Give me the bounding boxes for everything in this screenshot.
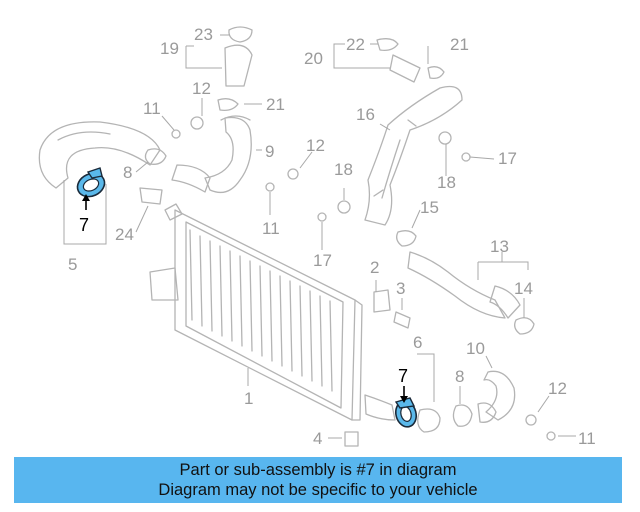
intercooler [149, 203, 396, 421]
callout-22: 22 [346, 35, 365, 54]
callout-11-mid: 11 [262, 219, 280, 238]
callout-11-bottom: 11 [578, 429, 596, 448]
callout-3: 3 [396, 279, 405, 298]
hose-10-and-clamps [396, 230, 535, 433]
callout-6: 6 [413, 333, 422, 352]
callout-12-top: 12 [192, 79, 211, 98]
info-banner: Part or sub-assembly is #7 in diagram Di… [14, 457, 622, 503]
callout-13: 13 [490, 237, 509, 256]
parts-diagram: 23 19 22 20 21 12 21 11 16 9 12 17 8 18 … [38, 25, 596, 448]
callout-14: 14 [514, 279, 533, 298]
callout-labels: 23 19 22 20 21 12 21 11 16 9 12 17 8 18 … [68, 25, 596, 448]
callout-4: 4 [313, 429, 322, 448]
intercooler-inlet-hose [38, 121, 161, 189]
turbo-inlet-pipe [171, 115, 252, 194]
part-7-arrows [82, 194, 408, 403]
callout-21-mid: 21 [266, 95, 285, 114]
callout-23: 23 [194, 25, 213, 44]
tube-20 [376, 38, 421, 83]
part-7-clamp-right[interactable] [393, 397, 419, 429]
upper-tube-19 [224, 26, 253, 87]
callout-18-right: 18 [437, 173, 456, 192]
banner-line-part-number: Part or sub-assembly is #7 in diagram [179, 461, 457, 479]
part-7-clamp-left[interactable] [74, 167, 109, 201]
callout-7-right: 7 [398, 366, 408, 386]
callout-21-upper: 21 [450, 35, 469, 54]
leader-lines [63, 34, 576, 439]
callout-19: 19 [160, 39, 179, 58]
callout-10: 10 [466, 339, 485, 358]
callout-2: 2 [370, 258, 379, 277]
callout-17-right: 17 [498, 149, 517, 168]
callout-18-mid: 18 [334, 160, 353, 179]
callout-12-bottom: 12 [548, 379, 567, 398]
banner-line-disclaimer: Diagram may not be specific to your vehi… [158, 481, 478, 499]
charge-pipe-upper [364, 85, 463, 226]
callout-11-top: 11 [143, 99, 161, 118]
callout-7-left: 7 [79, 215, 89, 235]
callout-5: 5 [68, 255, 77, 274]
callout-12-mid: 12 [306, 136, 325, 155]
callout-24: 24 [115, 225, 134, 244]
callout-15: 15 [420, 198, 439, 217]
callout-17-mid: 17 [313, 251, 332, 270]
small-hardware [139, 66, 556, 447]
callout-8-left: 8 [123, 163, 132, 182]
outlet-hose-lower [407, 251, 521, 319]
callout-8-right: 8 [455, 367, 464, 386]
callout-20: 20 [304, 49, 323, 68]
callout-16: 16 [356, 105, 375, 124]
callout-9: 9 [265, 142, 274, 161]
callout-1: 1 [244, 389, 253, 408]
